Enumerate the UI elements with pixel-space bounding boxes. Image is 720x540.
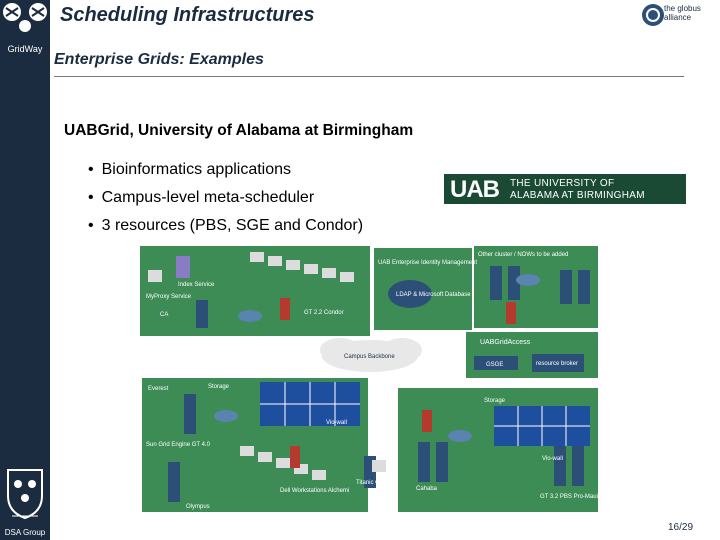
group-label: DSA Group <box>4 528 46 537</box>
label-myproxy-service: MyProxy Service <box>146 294 192 300</box>
section-heading: UABGrid, University of Alabama at Birmin… <box>64 122 414 139</box>
router-icon <box>238 310 262 322</box>
campus-backbone-cloud-icon <box>320 338 422 372</box>
network-diagram: Index Service MyProxy Service CA UAB Ent… <box>140 246 598 512</box>
brand-label: GridWay <box>7 44 43 54</box>
label-index-service: Index Service <box>178 282 215 288</box>
label-titanic: Titanic GT 4.0.2 <box>356 480 399 486</box>
bullet-item: Bioinformatics applications <box>88 156 363 184</box>
page-title: Scheduling Infrastructures <box>60 4 315 26</box>
label-identity-management: UAB Enterprise Identity Management <box>378 260 477 266</box>
desktop-icon <box>148 270 162 282</box>
workstation-cluster-icon <box>250 252 354 282</box>
server-rack-icon <box>490 266 502 300</box>
label-sun-grid-engine: Sun Grid Engine GT 4.0 <box>146 442 211 448</box>
server-rack-icon <box>560 270 572 304</box>
uab-logo-line2: ALABAMA AT BIRMINGHAM <box>510 190 645 201</box>
label-uabgridaccess: UABGridAccess <box>480 339 531 346</box>
globus-alliance-text: the globus alliance <box>664 4 701 22</box>
uab-logo-line1: THE UNIVERSITY OF <box>510 178 615 189</box>
gridway-logo-icon <box>3 3 47 32</box>
desktop-icon <box>372 460 386 472</box>
label-vio-wall-left: Vio-wall <box>326 420 347 426</box>
server-rack-icon <box>196 300 208 328</box>
uab-logo: UAB THE UNIVERSITY OF ALABAMA AT BIRMING… <box>444 174 686 204</box>
server-rack-icon <box>436 442 448 482</box>
router-icon <box>214 410 238 422</box>
sidebar: GridWay DSA Group <box>0 0 50 540</box>
page-subtitle: Enterprise Grids: Examples <box>54 51 264 68</box>
label-vio-wall-right: Vio-wall <box>542 456 563 462</box>
firewall-icon <box>422 410 432 432</box>
firewall-icon <box>280 298 290 320</box>
workstation-cluster-icon <box>240 446 326 480</box>
label-campus-backbone: Campus Backbone <box>344 354 395 360</box>
label-other-cluster: Other cluster / NOWs to be added <box>478 252 568 258</box>
label-storage-left: Storage <box>208 384 230 390</box>
label-everest: Everest <box>148 386 169 392</box>
database-icon <box>388 280 432 308</box>
server-rack-icon <box>168 462 180 502</box>
label-gt-condor: GT 2.2 Condor <box>304 310 344 316</box>
vio-wall-icon <box>494 406 590 446</box>
bullet-item: 3 resources (PBS, SGE and Condor) <box>88 212 363 240</box>
label-gt-pbs: GT 3.2 PBS Pro-Maui <box>540 494 598 500</box>
label-dell-workstations: Dell Workstations Alchemi <box>280 488 349 494</box>
resource-broker-box <box>532 354 584 372</box>
server-rack-icon <box>176 256 190 278</box>
label-olympus: Olympus <box>186 504 210 510</box>
label-storage-right: Storage <box>484 398 506 404</box>
server-rack-icon <box>554 446 566 486</box>
server-rack-icon <box>184 394 196 434</box>
label-gsge: GSGE <box>486 362 503 368</box>
router-icon <box>516 274 540 286</box>
firewall-icon <box>290 446 300 468</box>
uab-logo-mark: UAB <box>450 176 500 203</box>
vio-wall-icon <box>260 382 360 426</box>
label-resource-broker: resource broker <box>536 361 578 367</box>
bullet-list: Bioinformatics applications Campus-level… <box>88 156 363 240</box>
label-ca: CA <box>160 312 168 318</box>
bullet-item: Campus-level meta-scheduler <box>88 184 363 212</box>
page-number: 16/29 <box>668 522 694 533</box>
globus-alliance-logo-icon <box>642 4 664 26</box>
router-icon <box>448 430 472 442</box>
server-rack-icon <box>578 270 590 304</box>
firewall-icon <box>506 302 516 324</box>
university-crest-icon <box>7 469 43 520</box>
gsge-box <box>474 356 518 370</box>
server-rack-icon <box>508 266 520 300</box>
label-cahaba: Cahaba <box>416 486 438 492</box>
label-ldap: LDAP & Microsoft Database <box>396 292 471 298</box>
server-rack-icon <box>572 446 584 486</box>
header-divider <box>54 76 684 77</box>
server-rack-icon <box>418 442 430 482</box>
